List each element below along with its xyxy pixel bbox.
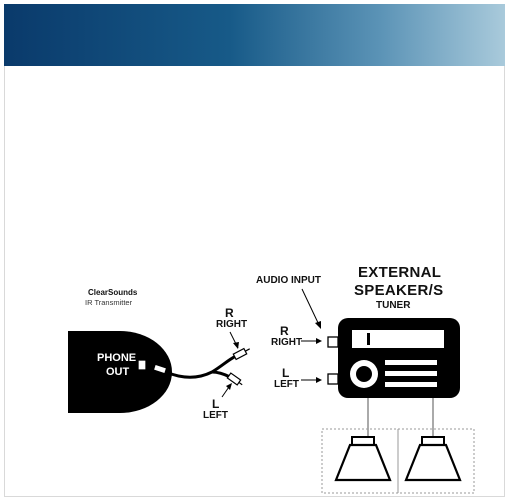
speaker-icon-right bbox=[404, 436, 462, 482]
cable-plug-right bbox=[232, 347, 250, 361]
tuner-jack-left bbox=[327, 373, 339, 385]
tuner-grille-line bbox=[385, 382, 437, 387]
tuner-display bbox=[352, 330, 444, 348]
cable-right-label: RIGHT bbox=[216, 319, 248, 330]
tuner-right-letter: R bbox=[280, 324, 289, 338]
receiver-title-line1: EXTERNAL bbox=[358, 264, 442, 281]
cable-left-letter: L bbox=[212, 397, 220, 411]
tuner-left-letter: L bbox=[282, 366, 290, 380]
speaker-box-right bbox=[397, 428, 475, 494]
ir-transmitter-shape bbox=[68, 331, 172, 413]
receiver-subtitle: TUNER bbox=[376, 300, 411, 311]
audio-input-label: AUDIO INPUT bbox=[256, 275, 321, 286]
speaker-icon-left bbox=[334, 436, 392, 482]
header-banner bbox=[4, 4, 505, 66]
tuner-right-label: RIGHT bbox=[271, 337, 303, 348]
receiver-title-line2: SPEAKER/S bbox=[354, 282, 444, 299]
page-frame bbox=[4, 66, 505, 497]
tuner-jack-right bbox=[327, 336, 339, 348]
phone-out-label-line2: OUT bbox=[106, 366, 130, 378]
transmitter-brand: ClearSounds bbox=[88, 288, 138, 297]
cable-plug-left bbox=[226, 372, 243, 386]
tuner-left-label: LEFT bbox=[274, 379, 299, 390]
phone-out-label-line1: PHONE bbox=[97, 352, 137, 364]
cable-left-label: LEFT bbox=[203, 410, 228, 421]
transmitter-subtitle: IR Transmitter bbox=[85, 298, 133, 307]
transmitter-port bbox=[137, 359, 147, 371]
tuner-grille-line bbox=[385, 371, 437, 376]
tuner-grille-line bbox=[385, 360, 437, 365]
cable-right-letter: R bbox=[225, 306, 234, 320]
cable-plug-input bbox=[152, 363, 168, 375]
